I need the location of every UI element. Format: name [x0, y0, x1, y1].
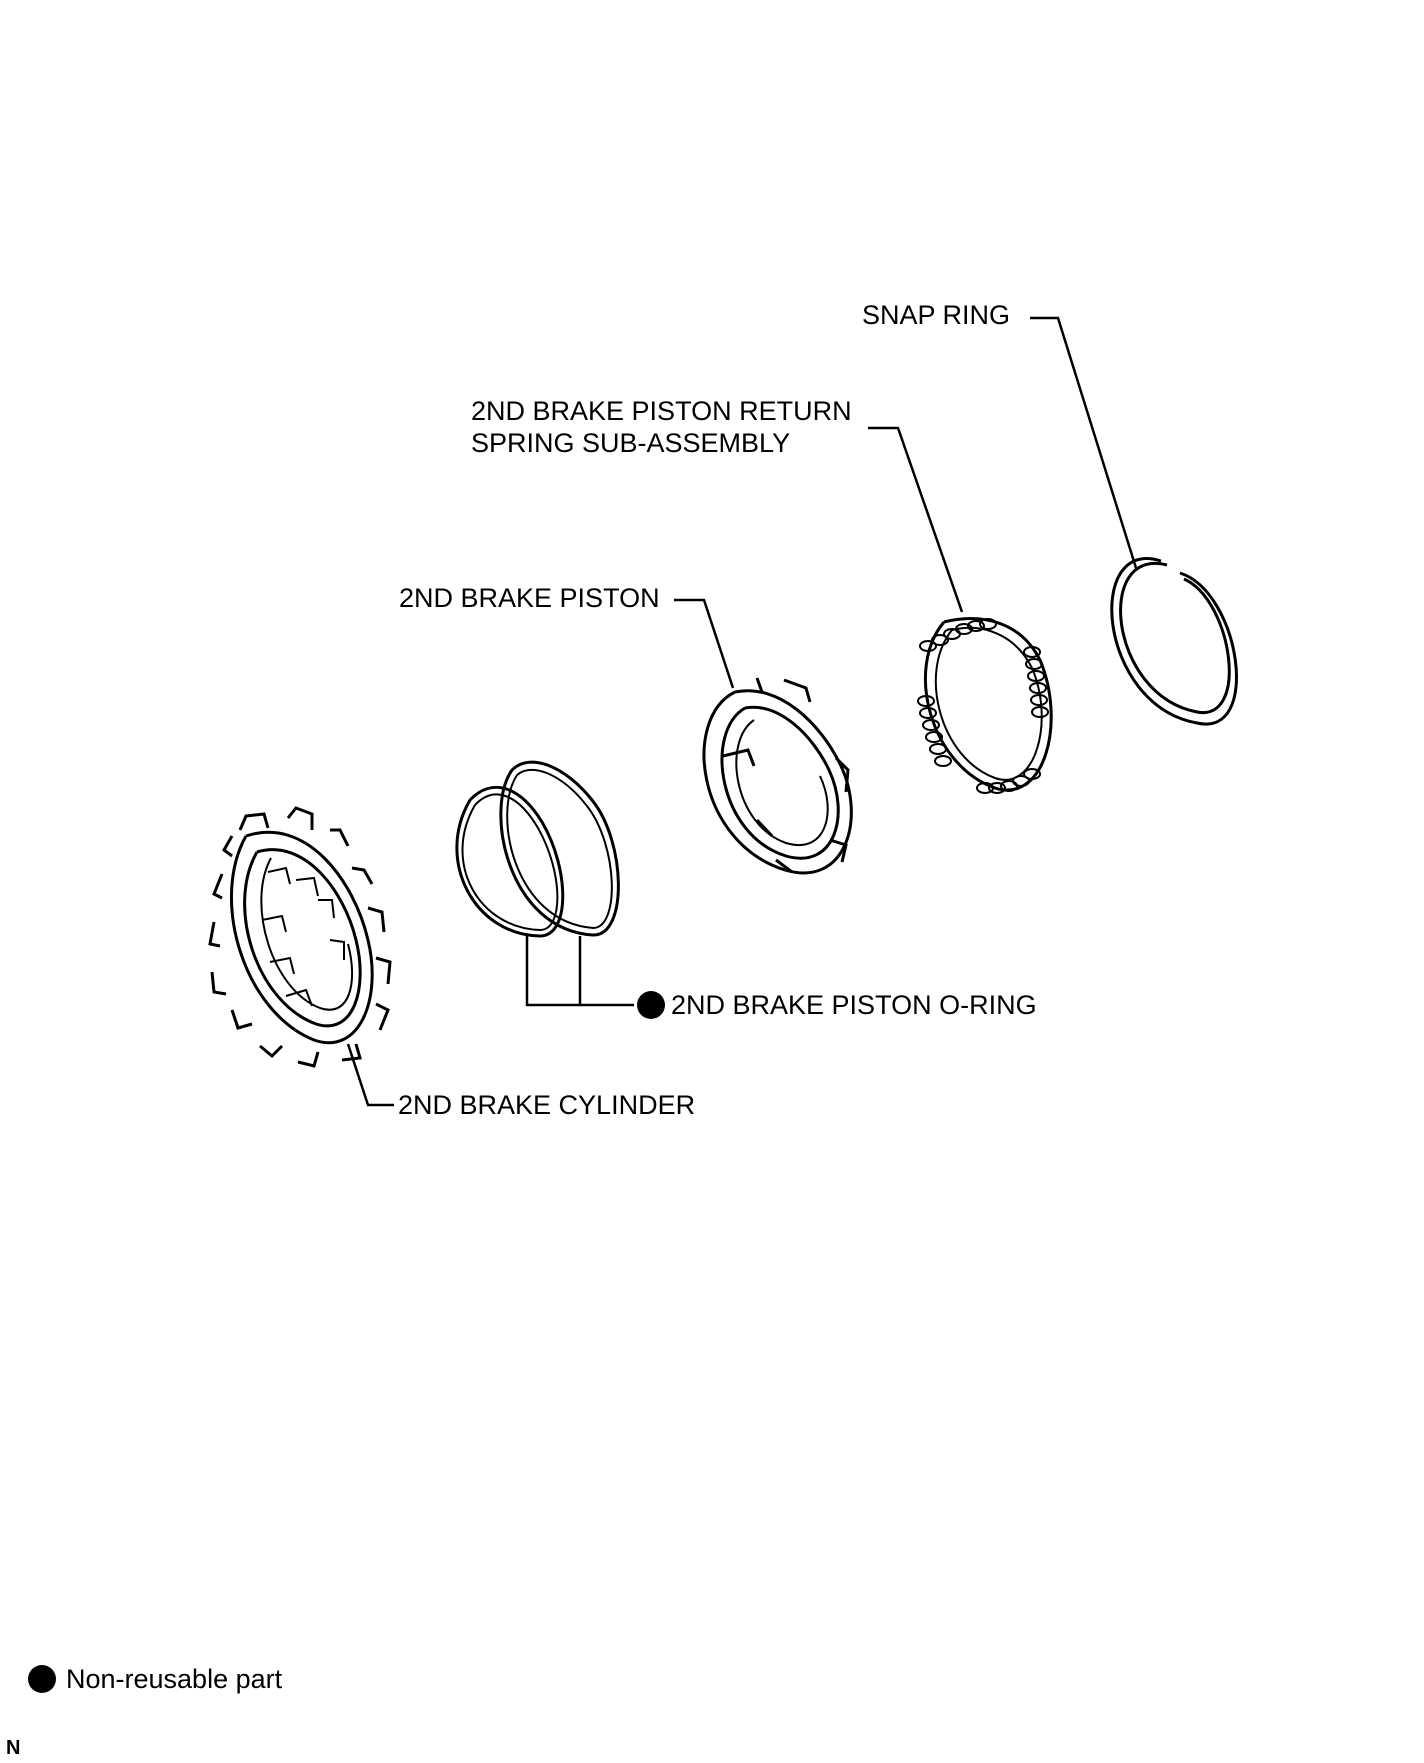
cylinder-label: 2ND BRAKE CYLINDER	[398, 1090, 695, 1120]
snap-ring-leader	[1030, 316, 1138, 569]
return-spring-label-line2: SPRING SUB-ASSEMBLY	[471, 428, 790, 458]
o-ring-leader	[525, 936, 634, 1007]
legend-non-reusable-label: Non-reusable part	[66, 1664, 283, 1694]
legend-non-reusable-icon	[28, 1665, 56, 1693]
cylinder-part	[208, 806, 392, 1068]
spring-coil-group	[917, 618, 1049, 794]
return-spring-leader	[868, 426, 964, 613]
piston-leader	[674, 598, 735, 689]
piston-part	[702, 677, 853, 875]
cylinder-leader	[346, 1043, 394, 1107]
piston-label: 2ND BRAKE PISTON	[399, 583, 660, 613]
non-reusable-marker-icon	[637, 991, 665, 1019]
corner-mark: N	[6, 1737, 20, 1759]
o-ring-label: 2ND BRAKE PISTON O-RING	[671, 990, 1037, 1020]
snap-ring-part	[1110, 557, 1238, 726]
snap-ring-label: SNAP RING	[862, 300, 1010, 330]
o-ring-rear-part	[499, 760, 620, 937]
return-spring-part	[917, 617, 1053, 794]
o-ring-front-part	[455, 785, 565, 938]
return-spring-label-line1: 2ND BRAKE PISTON RETURN	[471, 396, 852, 426]
